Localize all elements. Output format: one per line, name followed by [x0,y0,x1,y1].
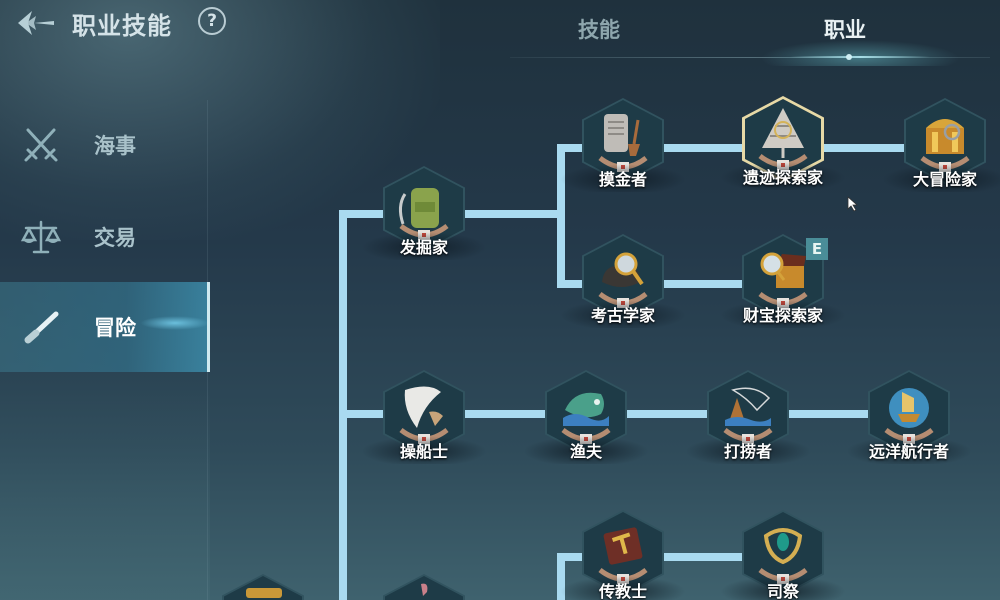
sidebar-item-maritime[interactable]: 海事 [0,100,210,190]
spyglass-icon [24,311,59,344]
node-label: 打捞者 [685,436,811,464]
tab-divider [510,57,990,58]
crossed-swords-icon [24,128,58,162]
node-label: 遗迹探索家 [720,162,846,190]
career-node-ruin-explorer[interactable]: 遗迹探索家 [720,96,846,190]
node-label: 大冒险家 [882,164,1000,192]
node-label: 考古学家 [560,300,686,328]
node-label: 操船士 [361,436,487,464]
active-streak [140,316,210,330]
node-label: 司祭 [720,576,846,600]
back-button[interactable] [14,8,58,38]
node-label: 财宝探索家 [720,300,846,328]
sidebar-item-trade[interactable]: 交易 [0,192,210,282]
mouse-cursor-icon [847,196,859,212]
sidebar-item-label: 冒险 [94,316,136,340]
equipped-badge: E [806,238,828,260]
node-label: 传教士 [560,576,686,600]
career-node-ocean-voyager[interactable]: 远洋航行者 [846,370,972,464]
help-button[interactable]: ? [198,7,226,35]
career-node-helmsman[interactable]: 操船士 [361,370,487,464]
tab-career[interactable]: 职业 [824,18,866,42]
node-label: 渔夫 [523,436,649,464]
career-node-missionary[interactable]: 传教士 [560,510,686,600]
node-label: 发掘家 [361,232,487,260]
career-node-great-adventurer[interactable]: 大冒险家 [882,98,1000,192]
tab-skills[interactable]: 技能 [578,18,620,42]
background-bottom-glow [0,380,210,600]
back-arrow-icon [18,11,54,35]
sidebar-item-label: 海事 [94,134,136,158]
sidebar-item-label: 交易 [94,226,136,250]
sidebar-item-adventure[interactable]: 冒险 [0,282,210,372]
node-label: 远洋航行者 [846,436,972,464]
career-node-priest[interactable]: 司祭 [720,510,846,600]
career-node-archaeologist[interactable]: 考古学家 [560,234,686,328]
tab-bar: 技能 职业 [510,0,1000,66]
tab-active-glow [760,40,960,66]
career-node-fisherman[interactable]: 渔夫 [523,370,649,464]
tab-active-indicator [790,56,930,58]
tab-active-dot [846,54,852,60]
career-node-treasure-explorer[interactable]: E 财宝探索家 [720,234,846,328]
node-label: 摸金者 [560,164,686,192]
scales-icon [20,220,62,254]
spyglass-gold-icon [246,588,282,598]
career-node-partial-mid[interactable] [381,574,467,600]
career-node-gold-digger[interactable]: 摸金者 [560,98,686,192]
header: 职业技能 ? [0,0,260,48]
page-title: 职业技能 [72,12,172,40]
career-node-partial-left[interactable] [220,574,306,600]
career-node-salvager[interactable]: 打捞者 [685,370,811,464]
quill-icon [421,583,428,596]
career-node-excavator[interactable]: 发掘家 [361,166,487,260]
